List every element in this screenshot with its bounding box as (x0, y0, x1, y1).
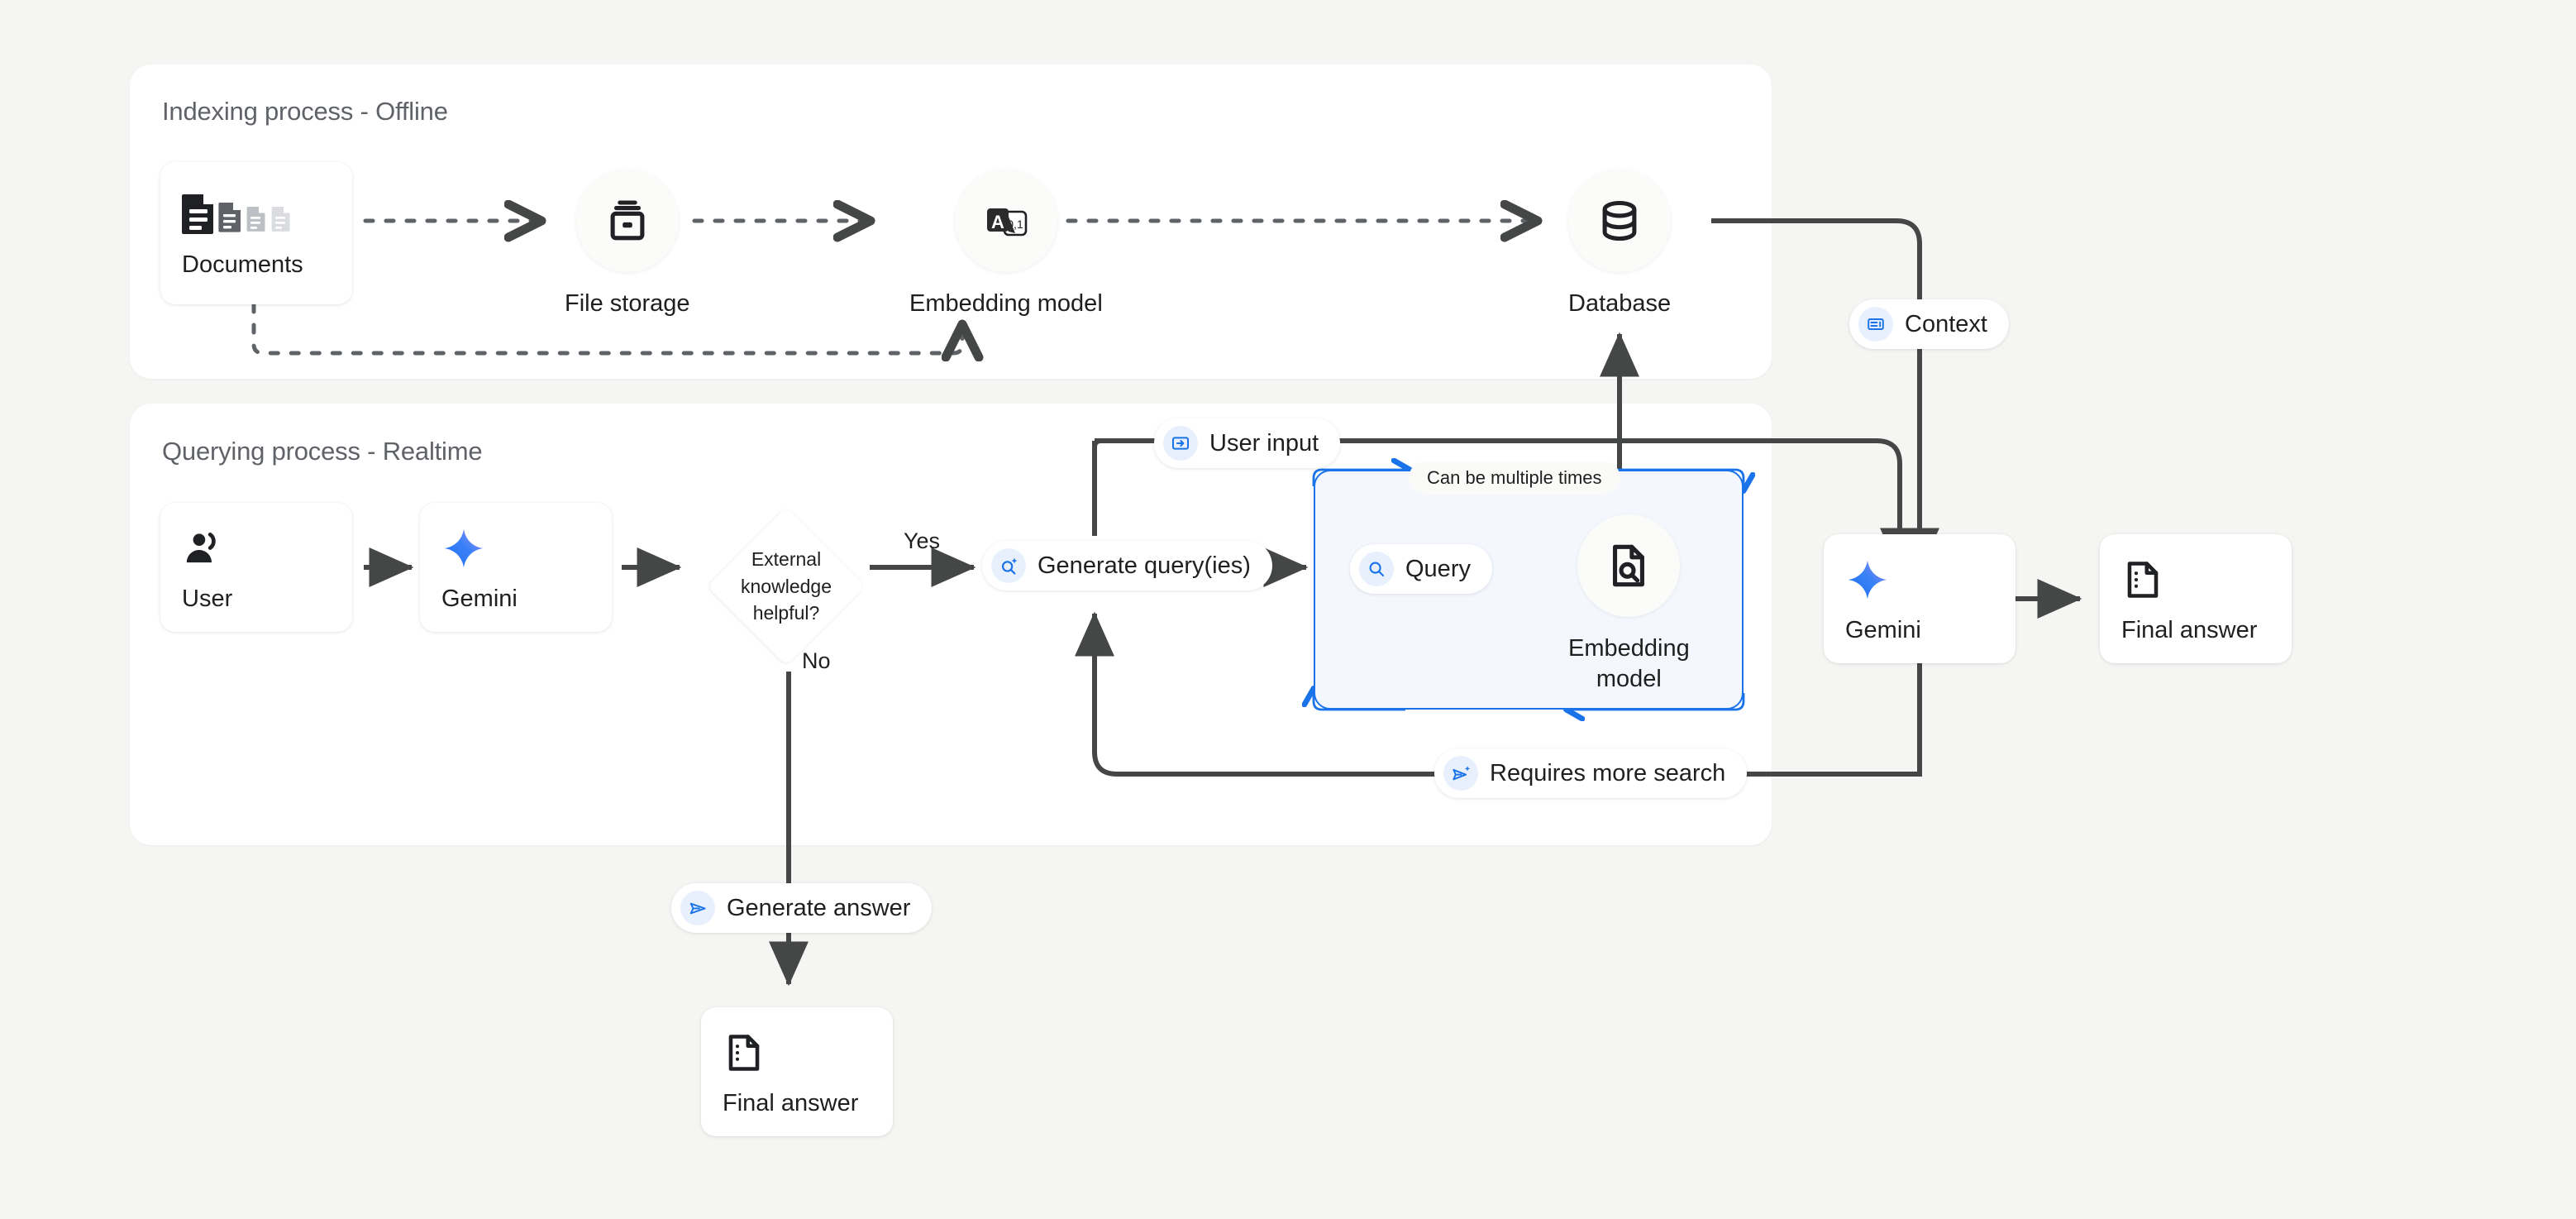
user-icon (182, 523, 352, 574)
send-sparkle-icon (1443, 756, 1478, 791)
node-gemini-left[interactable]: Gemini (420, 503, 612, 632)
node-embedding-model[interactable]: 0,1 A Embedding model (909, 170, 1103, 319)
svg-text:A: A (991, 212, 1004, 232)
node-database[interactable]: Database (1568, 170, 1671, 319)
gemini-sparkle-icon (441, 523, 612, 574)
send-icon (680, 891, 715, 925)
chip-requires-more-search-label: Requires more search (1490, 759, 1726, 786)
embedding-model-label: Embedding model (909, 290, 1103, 317)
search-icon (1359, 552, 1394, 586)
input-login-icon (1163, 426, 1198, 461)
embedding-model-loop-line1: Embedding (1568, 635, 1690, 662)
documents-icon (182, 189, 352, 240)
database-icon (1568, 170, 1672, 272)
documents-label: Documents (182, 251, 303, 278)
node-gemini-right[interactable]: Gemini (1824, 534, 2015, 663)
loop-note-label: Can be multiple times (1409, 461, 1620, 495)
final-answer-bottom-label: Final answer (723, 1089, 859, 1116)
node-decision-external-knowledge[interactable]: External knowledge helpful? (707, 507, 866, 666)
embedding-model-loop-line2: model (1596, 666, 1662, 693)
document-search-icon (1577, 514, 1681, 617)
database-label: Database (1568, 290, 1672, 317)
node-documents[interactable]: Documents (160, 162, 352, 304)
gemini-left-label: Gemini (441, 585, 518, 612)
edge-label-no: No (802, 648, 831, 673)
decision-line-2: knowledge (741, 575, 832, 597)
chip-user-input-label: User input (1209, 429, 1319, 457)
file-storage-icon (575, 170, 679, 272)
chip-generate-queries[interactable]: Generate query(ies) (982, 541, 1272, 590)
chip-query[interactable]: Query (1350, 544, 1492, 594)
panel-querying-title: Querying process - Realtime (162, 437, 483, 466)
user-label: User (182, 585, 233, 612)
context-panel-icon (1858, 307, 1893, 342)
node-final-answer-bottom[interactable]: Final answer (701, 1007, 893, 1136)
decision-line-1: External (751, 548, 822, 571)
chip-user-input[interactable]: User input (1154, 418, 1341, 468)
final-answer-icon (2121, 554, 2292, 605)
node-final-answer-right[interactable]: Final answer (2100, 534, 2292, 663)
decision-line-3: helpful? (752, 602, 820, 624)
chip-generate-answer-label: Generate answer (727, 894, 911, 921)
node-file-storage[interactable]: File storage (565, 170, 690, 319)
chip-requires-more-search[interactable]: Requires more search (1434, 748, 1748, 798)
chip-query-label: Query (1405, 555, 1471, 582)
embedding-model-loop-label: Embedding model (1568, 633, 1690, 695)
file-storage-label: File storage (565, 290, 690, 317)
edge-label-yes: Yes (904, 528, 941, 553)
node-embedding-model-loop[interactable]: Embedding model (1568, 514, 1690, 695)
chip-context-label: Context (1905, 310, 1987, 337)
gemini-sparkle-icon (1845, 554, 2015, 605)
final-answer-icon (723, 1027, 893, 1078)
panel-indexing-title: Indexing process - Offline (162, 97, 448, 126)
node-user[interactable]: User (160, 503, 352, 632)
chip-generate-queries-label: Generate query(ies) (1038, 552, 1251, 579)
gemini-right-label: Gemini (1845, 616, 1921, 643)
decision-text: External knowledge helpful? (707, 507, 866, 666)
final-answer-right-label: Final answer (2121, 616, 2258, 643)
chip-generate-answer[interactable]: Generate answer (671, 883, 933, 933)
search-sparkle-icon (991, 548, 1026, 583)
chip-context[interactable]: Context (1849, 299, 2009, 349)
embedding-model-icon: 0,1 A (954, 170, 1057, 272)
